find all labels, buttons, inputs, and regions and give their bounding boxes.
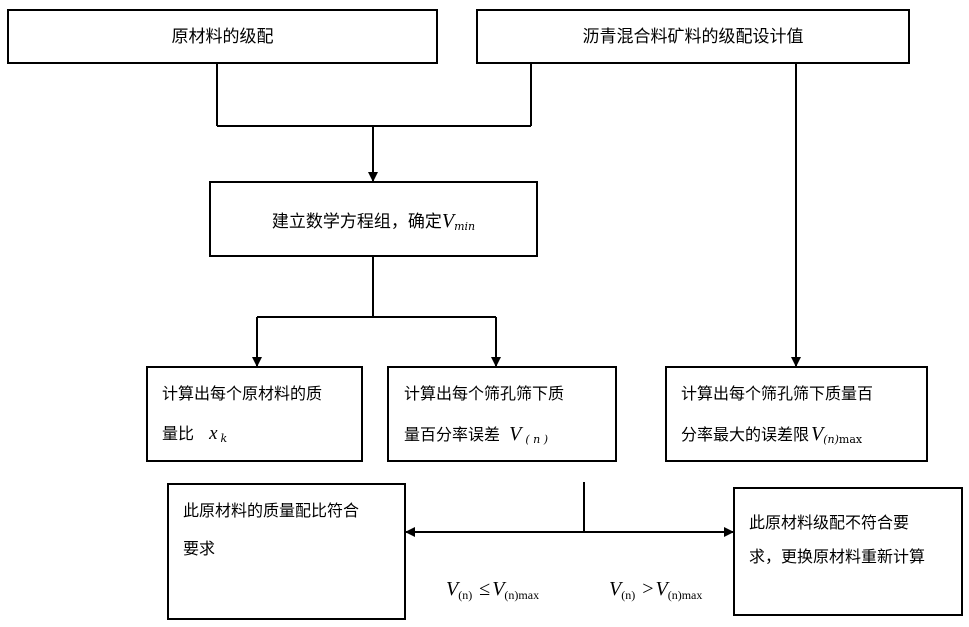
node-max-error: 计算出每个筛孔筛下质量百 分率最大的误差限V(n)max — [665, 366, 928, 462]
cond-accept-sub: (n) — [458, 588, 472, 602]
cond-accept-op: ≤ — [479, 578, 490, 600]
cond-accept-var: V — [446, 578, 458, 600]
max-error-text: 分率最大的误差限 — [681, 425, 809, 444]
max-error-sub: (n) — [823, 433, 839, 446]
accept-line2: 要求 — [183, 537, 215, 560]
node-equations-label: 建立数学方程组，确定Vmin — [211, 207, 536, 236]
max-error-var: V — [811, 423, 823, 445]
node-mass-ratio: 计算出每个原材料的质 量比 xk — [146, 366, 363, 462]
cond-reject-var: V — [609, 578, 621, 600]
sieve-error-sub: ( n ) — [525, 433, 548, 446]
condition-reject: V(n) >V(n)max — [609, 578, 702, 603]
mass-ratio-line2: 量比 xk — [162, 420, 227, 448]
equations-var: V — [442, 210, 454, 232]
accept-line1: 此原材料的质量配比符合 — [183, 499, 359, 522]
mass-ratio-sub: k — [221, 432, 228, 445]
cond-reject-rhs-var: V — [656, 578, 668, 600]
node-reject: 此原材料级配不符合要 求，更换原材料重新计算 — [733, 487, 963, 616]
equations-text: 建立数学方程组，确定 — [272, 212, 442, 232]
sieve-error-text: 量百分率误差 — [404, 425, 500, 444]
condition-accept: V(n) ≤V(n)max — [446, 578, 539, 603]
node-mix-design-label: 沥青混合料矿料的级配设计值 — [478, 25, 908, 50]
sieve-error-line2: 量百分率误差 V ( n ) — [404, 420, 548, 449]
sieve-error-var: V — [509, 423, 521, 445]
mass-ratio-line1: 计算出每个原材料的质 — [162, 382, 322, 405]
reject-line1: 此原材料级配不符合要 — [749, 511, 909, 534]
sieve-error-line1: 计算出每个筛孔筛下质 — [404, 382, 564, 405]
cond-accept-rhs-var: V — [492, 578, 504, 600]
equations-sub: min — [454, 220, 475, 233]
node-mix-design: 沥青混合料矿料的级配设计值 — [476, 9, 910, 64]
max-error-sub2: max — [839, 433, 862, 446]
reject-line2: 求，更换原材料重新计算 — [749, 545, 925, 568]
cond-reject-op: > — [642, 578, 653, 600]
node-accept: 此原材料的质量配比符合 要求 — [167, 483, 406, 620]
cond-reject-rhs-sub: (n)max — [668, 588, 703, 602]
mass-ratio-text: 量比 — [162, 424, 194, 443]
node-raw-gradation-label: 原材料的级配 — [9, 25, 436, 50]
node-raw-gradation: 原材料的级配 — [7, 9, 438, 64]
max-error-line1: 计算出每个筛孔筛下质量百 — [681, 382, 873, 405]
node-equations: 建立数学方程组，确定Vmin — [209, 181, 538, 257]
max-error-line2: 分率最大的误差限V(n)max — [681, 420, 862, 449]
cond-accept-rhs-sub: (n)max — [504, 588, 539, 602]
cond-reject-sub: (n) — [621, 588, 635, 602]
node-sieve-error: 计算出每个筛孔筛下质 量百分率误差 V ( n ) — [387, 366, 617, 462]
mass-ratio-var: x — [209, 423, 217, 444]
